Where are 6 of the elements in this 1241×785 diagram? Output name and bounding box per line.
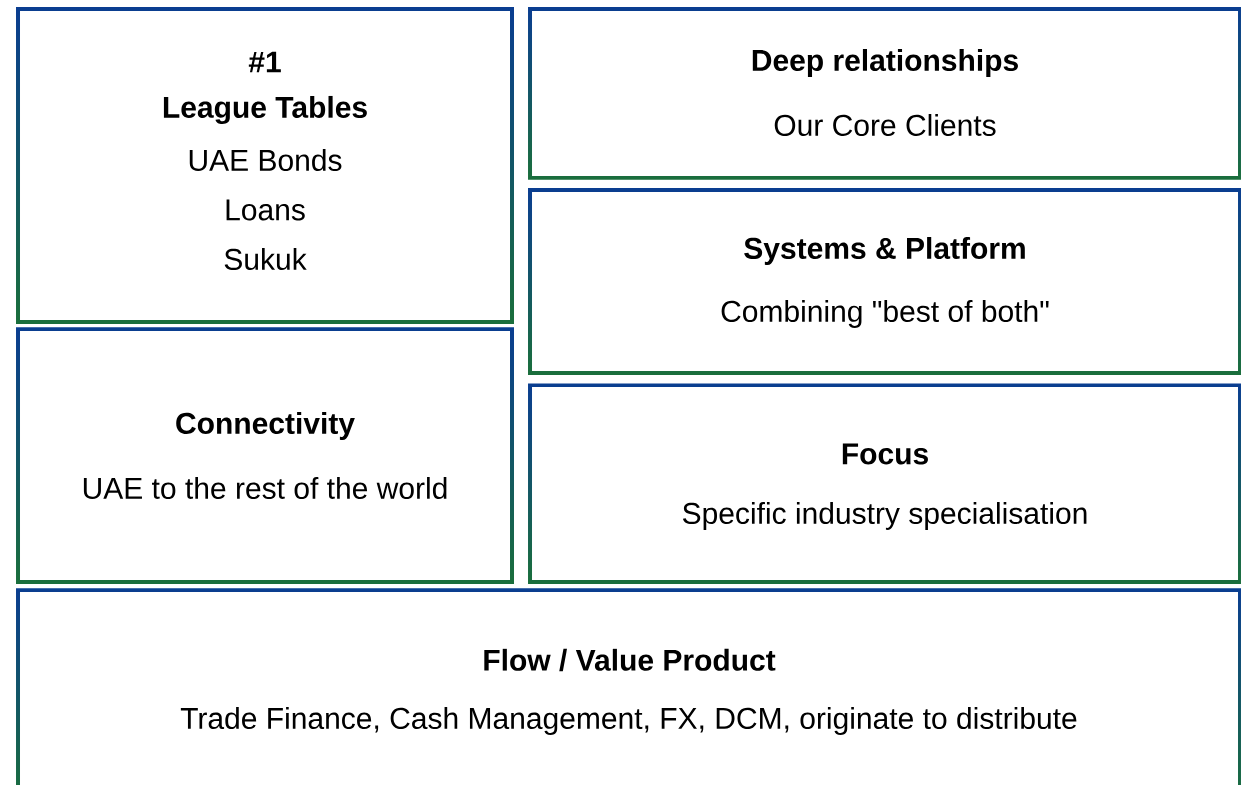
text-box: Flow / Value Product Trade Finance, Cash Management, FX, DCM, originate to distribute: [20, 592, 1238, 785]
text-box: #1 League Tables UAE Bonds Loans Sukuk: [20, 11, 510, 320]
text-box: Deep relationships Our Core Clients: [532, 11, 1238, 176]
text-box: Focus Specific industry specialisation: [532, 387, 1238, 580]
text-box: Systems & Platform Combining "best of both": [532, 192, 1238, 371]
text-box: Connectivity UAE to the rest of the world: [20, 331, 510, 580]
